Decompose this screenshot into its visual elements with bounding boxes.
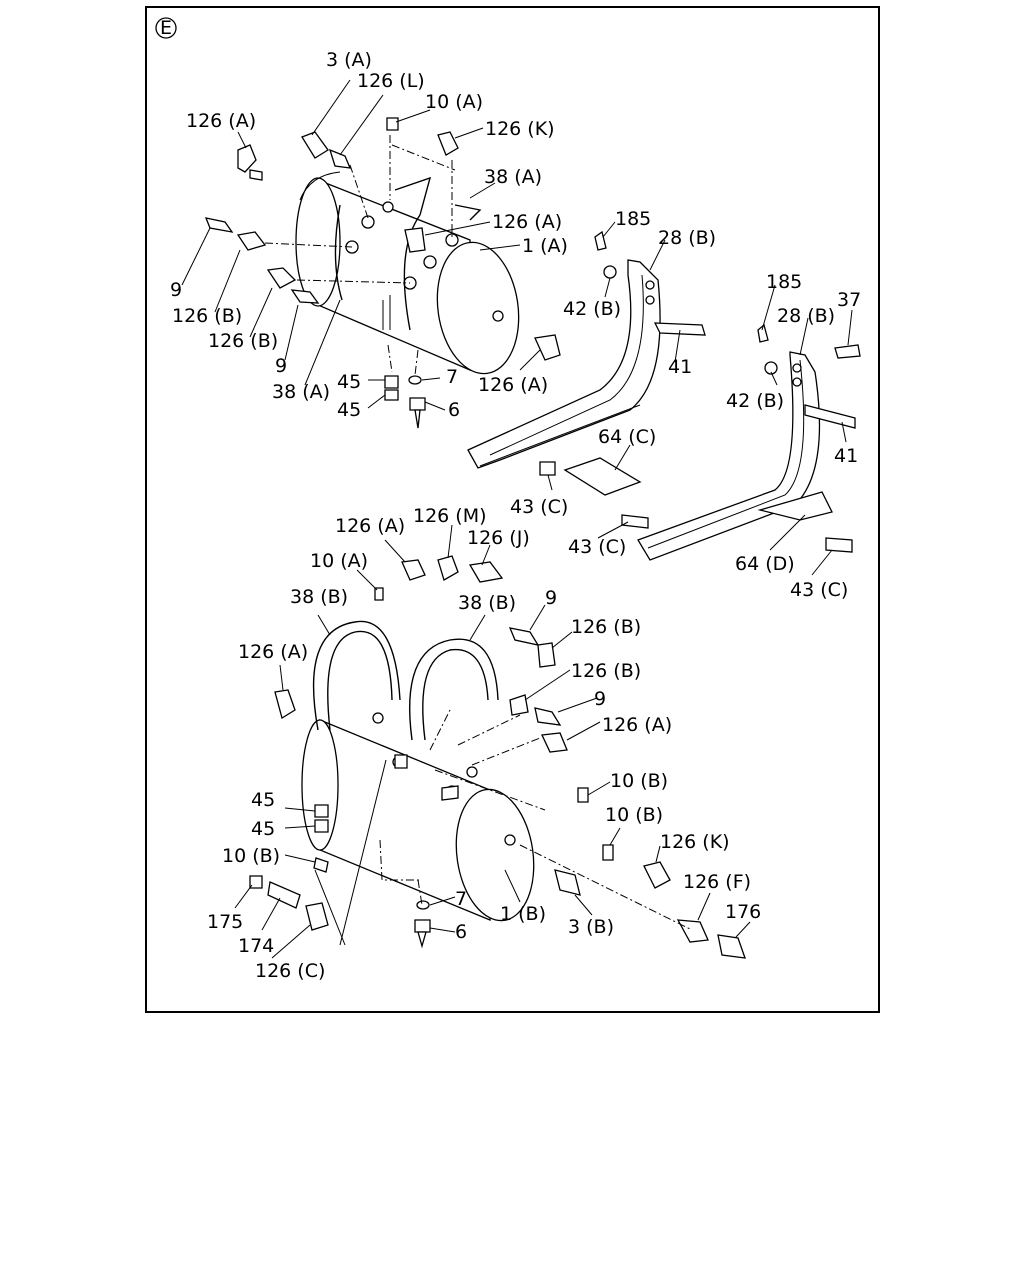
callout-43c-c: 43 (C)	[790, 579, 848, 601]
callout-43c-b: 43 (C)	[568, 536, 626, 558]
callout-9-a: 9	[170, 279, 182, 301]
lower-fittings	[249, 555, 746, 959]
callout-38b-b: 38 (B)	[458, 592, 516, 614]
callout-126l: 126 (L)	[357, 70, 425, 92]
callout-38b-a: 38 (B)	[290, 586, 348, 608]
section-marker-letter: E	[160, 17, 172, 39]
callout-38a-top: 38 (A)	[484, 166, 542, 188]
callout-9-d: 9	[594, 688, 606, 710]
pin-185	[594, 230, 769, 343]
callout-126a-top-left: 126 (A)	[186, 110, 256, 132]
callout-6-b: 6	[455, 921, 467, 943]
section-marker: E	[155, 17, 177, 39]
callout-175: 175	[207, 911, 243, 933]
callout-126b-d: 126 (B)	[571, 660, 641, 682]
callout-6-a: 6	[448, 399, 460, 421]
upper-leader-dashes	[264, 135, 456, 376]
callout-45-a: 45	[337, 371, 361, 393]
callout-126f: 126 (F)	[683, 871, 751, 893]
callout-176: 176	[725, 901, 761, 923]
air-tank-lower	[301, 712, 535, 922]
callout-185-b: 185	[766, 271, 802, 293]
callout-10a-top: 10 (A)	[425, 91, 483, 113]
washer-42b	[603, 265, 778, 375]
callout-126k-b: 126 (K)	[660, 831, 730, 853]
strap-38a	[334, 176, 482, 331]
callout-9-b: 9	[275, 355, 287, 377]
bracket-64c	[539, 457, 649, 529]
callout-126k-top: 126 (K)	[485, 118, 555, 140]
callout-126b-a: 126 (B)	[172, 305, 242, 327]
callout-10b-a: 10 (B)	[610, 770, 668, 792]
callout-1b: 1 (B)	[500, 903, 546, 925]
callout-185-a: 185	[615, 208, 651, 230]
callout-38a-bottom: 38 (A)	[272, 381, 330, 403]
callout-10a-b: 10 (A)	[310, 550, 368, 572]
callout-126a-b2: 126 (A)	[238, 641, 308, 663]
air-tank-upper	[295, 171, 520, 375]
callout-9-c: 9	[545, 587, 557, 609]
callout-126b-c: 126 (B)	[571, 616, 641, 638]
diagram-frame	[145, 6, 880, 1013]
callout-7-a: 7	[446, 366, 458, 388]
callout-45-c: 45	[251, 789, 275, 811]
callout-1a: 1 (A)	[522, 235, 568, 257]
callout-174: 174	[238, 935, 274, 957]
strap-38b	[312, 620, 499, 741]
leader-lines	[181, 79, 853, 959]
callout-126m: 126 (M)	[413, 505, 487, 527]
upper-fittings	[204, 117, 561, 429]
callout-3a: 3 (A)	[326, 49, 372, 71]
callout-7-b: 7	[455, 888, 467, 910]
callout-42b-b: 42 (B)	[726, 390, 784, 412]
callout-45-b: 45	[337, 399, 361, 421]
callout-42b-a: 42 (B)	[563, 298, 621, 320]
callout-10b-c: 10 (B)	[222, 845, 280, 867]
callout-126j: 126 (J)	[467, 527, 530, 549]
bracket-28b-left	[467, 259, 706, 469]
callout-37: 37	[837, 289, 861, 311]
callout-28b-b: 28 (B)	[777, 305, 835, 327]
callout-43c-a: 43 (C)	[510, 496, 568, 518]
callout-126a-b1: 126 (A)	[335, 515, 405, 537]
callout-28b-a: 28 (B)	[658, 227, 716, 249]
callout-64c: 64 (C)	[598, 426, 656, 448]
callout-126b-b: 126 (B)	[208, 330, 278, 352]
callout-64d: 64 (D)	[735, 553, 795, 575]
callout-3b: 3 (B)	[568, 916, 614, 938]
callout-126a-mid: 126 (A)	[492, 211, 562, 233]
bracket-28b-right	[637, 344, 861, 561]
callout-41-a: 41	[668, 356, 692, 378]
callout-126a-b3: 126 (A)	[602, 714, 672, 736]
callout-10b-b: 10 (B)	[605, 804, 663, 826]
callout-45-d: 45	[251, 818, 275, 840]
callout-126a-end: 126 (A)	[478, 374, 548, 396]
lower-leader-dashes	[379, 709, 693, 931]
callout-126c: 126 (C)	[255, 960, 325, 982]
callout-41-b: 41	[834, 445, 858, 467]
callout-labels: 3 (A) 126 (L) 10 (A) 126 (A) 126 (K) 38 …	[170, 49, 861, 982]
